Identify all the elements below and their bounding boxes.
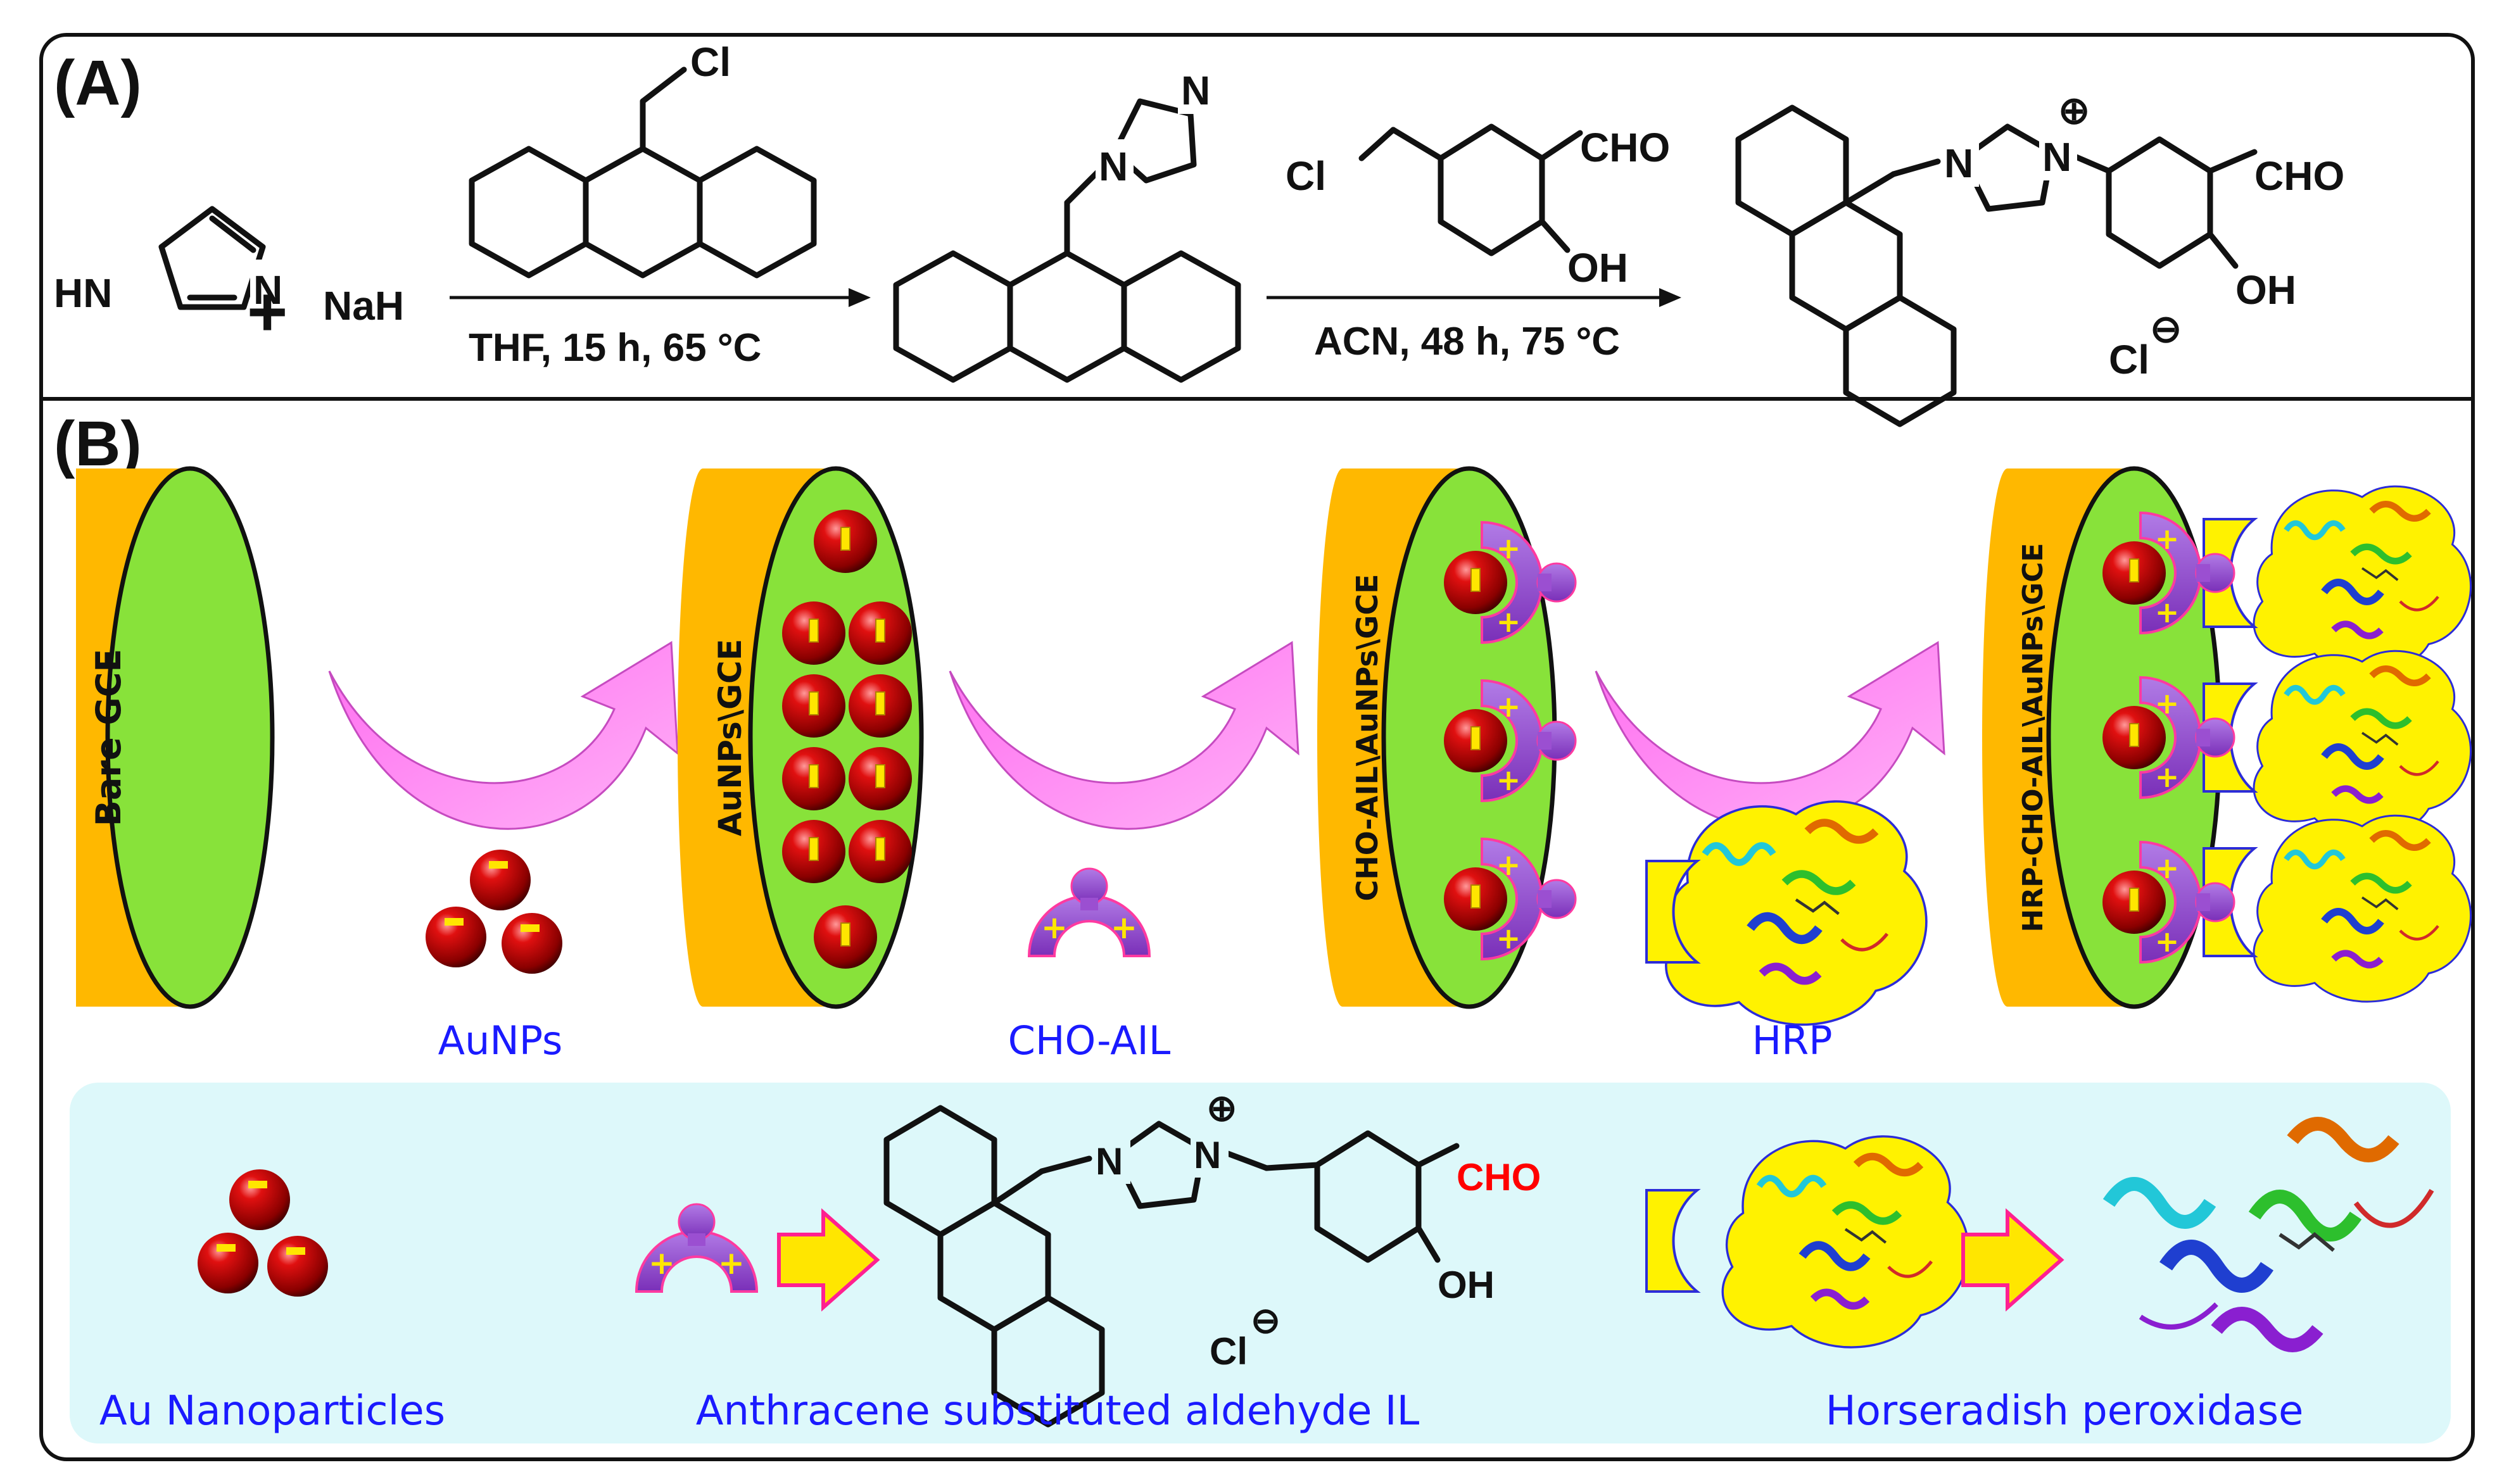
legend-il-label: Anthracene substituted aldehyde IL bbox=[696, 1388, 1420, 1435]
product-structure: N N ⊕ CHO OH Cl ⊖ bbox=[1735, 89, 2344, 427]
step-hrp bbox=[1645, 802, 1926, 1025]
legend-il-n1: N bbox=[1096, 1140, 1123, 1183]
legend-il-cl: Cl bbox=[1210, 1330, 1248, 1373]
electrode-label-1: Bare GCE bbox=[89, 649, 129, 827]
product-cho: CHO bbox=[2254, 153, 2344, 199]
product-minus-charge: ⊖ bbox=[2150, 308, 2182, 350]
product-oh: OH bbox=[2235, 267, 2296, 313]
intermediate-n1: N bbox=[1099, 144, 1128, 189]
product-plus-charge: ⊕ bbox=[2058, 89, 2090, 132]
flow-arrow-2 bbox=[949, 641, 1299, 830]
step-il-cap bbox=[1028, 867, 1151, 957]
electrode-cho-ail-gce: CHO-AIL\AuNPs\GCE bbox=[1317, 466, 1577, 1009]
reagent3-cl: Cl bbox=[1286, 153, 1326, 199]
legend-hrp-blob bbox=[1645, 1136, 1968, 1347]
legend-il-minus: ⊖ bbox=[1251, 1300, 1280, 1340]
step-label-hrp: HRP bbox=[1752, 1017, 1832, 1064]
chloromethyl-salicylaldehyde: Cl CHO OH bbox=[1286, 123, 1670, 291]
product-cl: Cl bbox=[2109, 337, 2149, 382]
nah-label: NaH bbox=[323, 283, 404, 329]
flow-arrow-3 bbox=[1595, 641, 1945, 830]
outer-frame bbox=[39, 33, 2475, 1461]
electrode-aunps-gce: AuNPs\GCE bbox=[678, 466, 924, 1009]
electrode-label-2: AuNPs\GCE bbox=[712, 639, 749, 836]
product-n2: N bbox=[2042, 134, 2071, 180]
imidazole-n: N bbox=[253, 267, 282, 313]
panel-a: (A) HN N + NaH Cl THF, 15 h, 65 °C bbox=[44, 39, 2344, 427]
legend-hrp-label: Horseradish peroxidase bbox=[1826, 1388, 2304, 1435]
imidazole-structure: HN N bbox=[44, 206, 288, 323]
intermediate-structure: N N bbox=[893, 63, 1241, 383]
legend-arrow-1 bbox=[777, 1208, 880, 1312]
reagent3-cho: CHO bbox=[1580, 125, 1670, 170]
flow-arrow-1 bbox=[328, 641, 679, 830]
legend-au-label: Au Nanoparticles bbox=[99, 1388, 445, 1435]
panel-b-label: (B) bbox=[54, 408, 142, 479]
legend-il-oh: OH bbox=[1438, 1264, 1495, 1306]
anthracene-cl: Cl bbox=[690, 39, 731, 85]
legend-il-structure: N N ⊕ CHO OH Cl ⊖ bbox=[883, 1088, 1541, 1428]
legend-il-cho: CHO bbox=[1457, 1156, 1541, 1198]
step-label-cho-ail: CHO-AIL bbox=[1008, 1017, 1171, 1064]
imidazole-hn: HN bbox=[54, 270, 112, 316]
legend-box: Au Nanoparticles N N ⊕ CHO OH Cl ⊖ bbox=[70, 1083, 2451, 1443]
reagent3-oh: OH bbox=[1567, 245, 1628, 291]
electrode-label-3: CHO-AIL\AuNPs\GCE bbox=[1350, 574, 1384, 901]
chloromethyl-anthracene: Cl bbox=[469, 39, 817, 279]
step2-conditions: ACN, 48 h, 75 °C bbox=[1314, 320, 1620, 363]
product-n1: N bbox=[1944, 141, 1973, 186]
intermediate-n2: N bbox=[1181, 68, 1210, 113]
legend-hrp-ribbon bbox=[2102, 1117, 2434, 1352]
panel-b: (B) Bare GCE AuNPs AuNPs\GCE bbox=[54, 408, 2471, 1064]
electrode-bare-gce: Bare GCE bbox=[76, 466, 275, 1009]
electrode-hrp-gce: HRP-CHO-AIL\AuNPs\GCE bbox=[1982, 466, 2471, 1009]
legend-il-plus: ⊕ bbox=[1206, 1088, 1237, 1129]
electrode-label-4: HRP-CHO-AIL\AuNPs\GCE bbox=[2017, 543, 2049, 933]
panel-a-label: (A) bbox=[54, 47, 142, 118]
step1-conditions: THF, 15 h, 65 °C bbox=[469, 326, 761, 370]
step-label-aunps: AuNPs bbox=[438, 1017, 563, 1064]
legend-il-n2: N bbox=[1194, 1134, 1221, 1176]
plus-sign: + bbox=[247, 273, 288, 351]
step-nanoparticles bbox=[426, 850, 562, 974]
legend-arrow-2 bbox=[1961, 1208, 2064, 1312]
